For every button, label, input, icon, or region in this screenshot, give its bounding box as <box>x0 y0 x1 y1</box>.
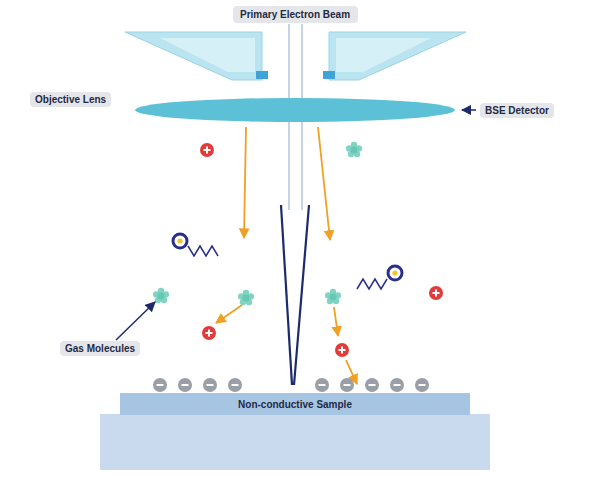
lens-label: Objective Lens <box>30 92 111 107</box>
electrons <box>173 234 402 280</box>
bse-detector <box>135 98 455 122</box>
focused-beam <box>281 205 309 385</box>
electron-trails <box>188 246 387 289</box>
sample-slab <box>120 393 470 415</box>
beam-label-box: Primary Electron Beam <box>233 6 358 23</box>
node-text: Non-conductive Sample <box>238 399 352 410</box>
sample-band: Non-conductive Sample <box>120 393 470 415</box>
sample-stage <box>100 414 490 470</box>
positive-ions <box>200 143 443 357</box>
surface-charges <box>153 378 429 392</box>
gas-molecules <box>153 142 362 305</box>
bse-pointer <box>462 109 476 111</box>
detector-label: BSE Detector <box>480 103 554 118</box>
gas-label: Gas Molecules <box>60 341 140 356</box>
particle-paths <box>216 127 357 384</box>
node-text: Primary Electron Beam <box>240 9 350 20</box>
gas-pointer <box>116 302 155 340</box>
objective-lens <box>125 32 466 80</box>
